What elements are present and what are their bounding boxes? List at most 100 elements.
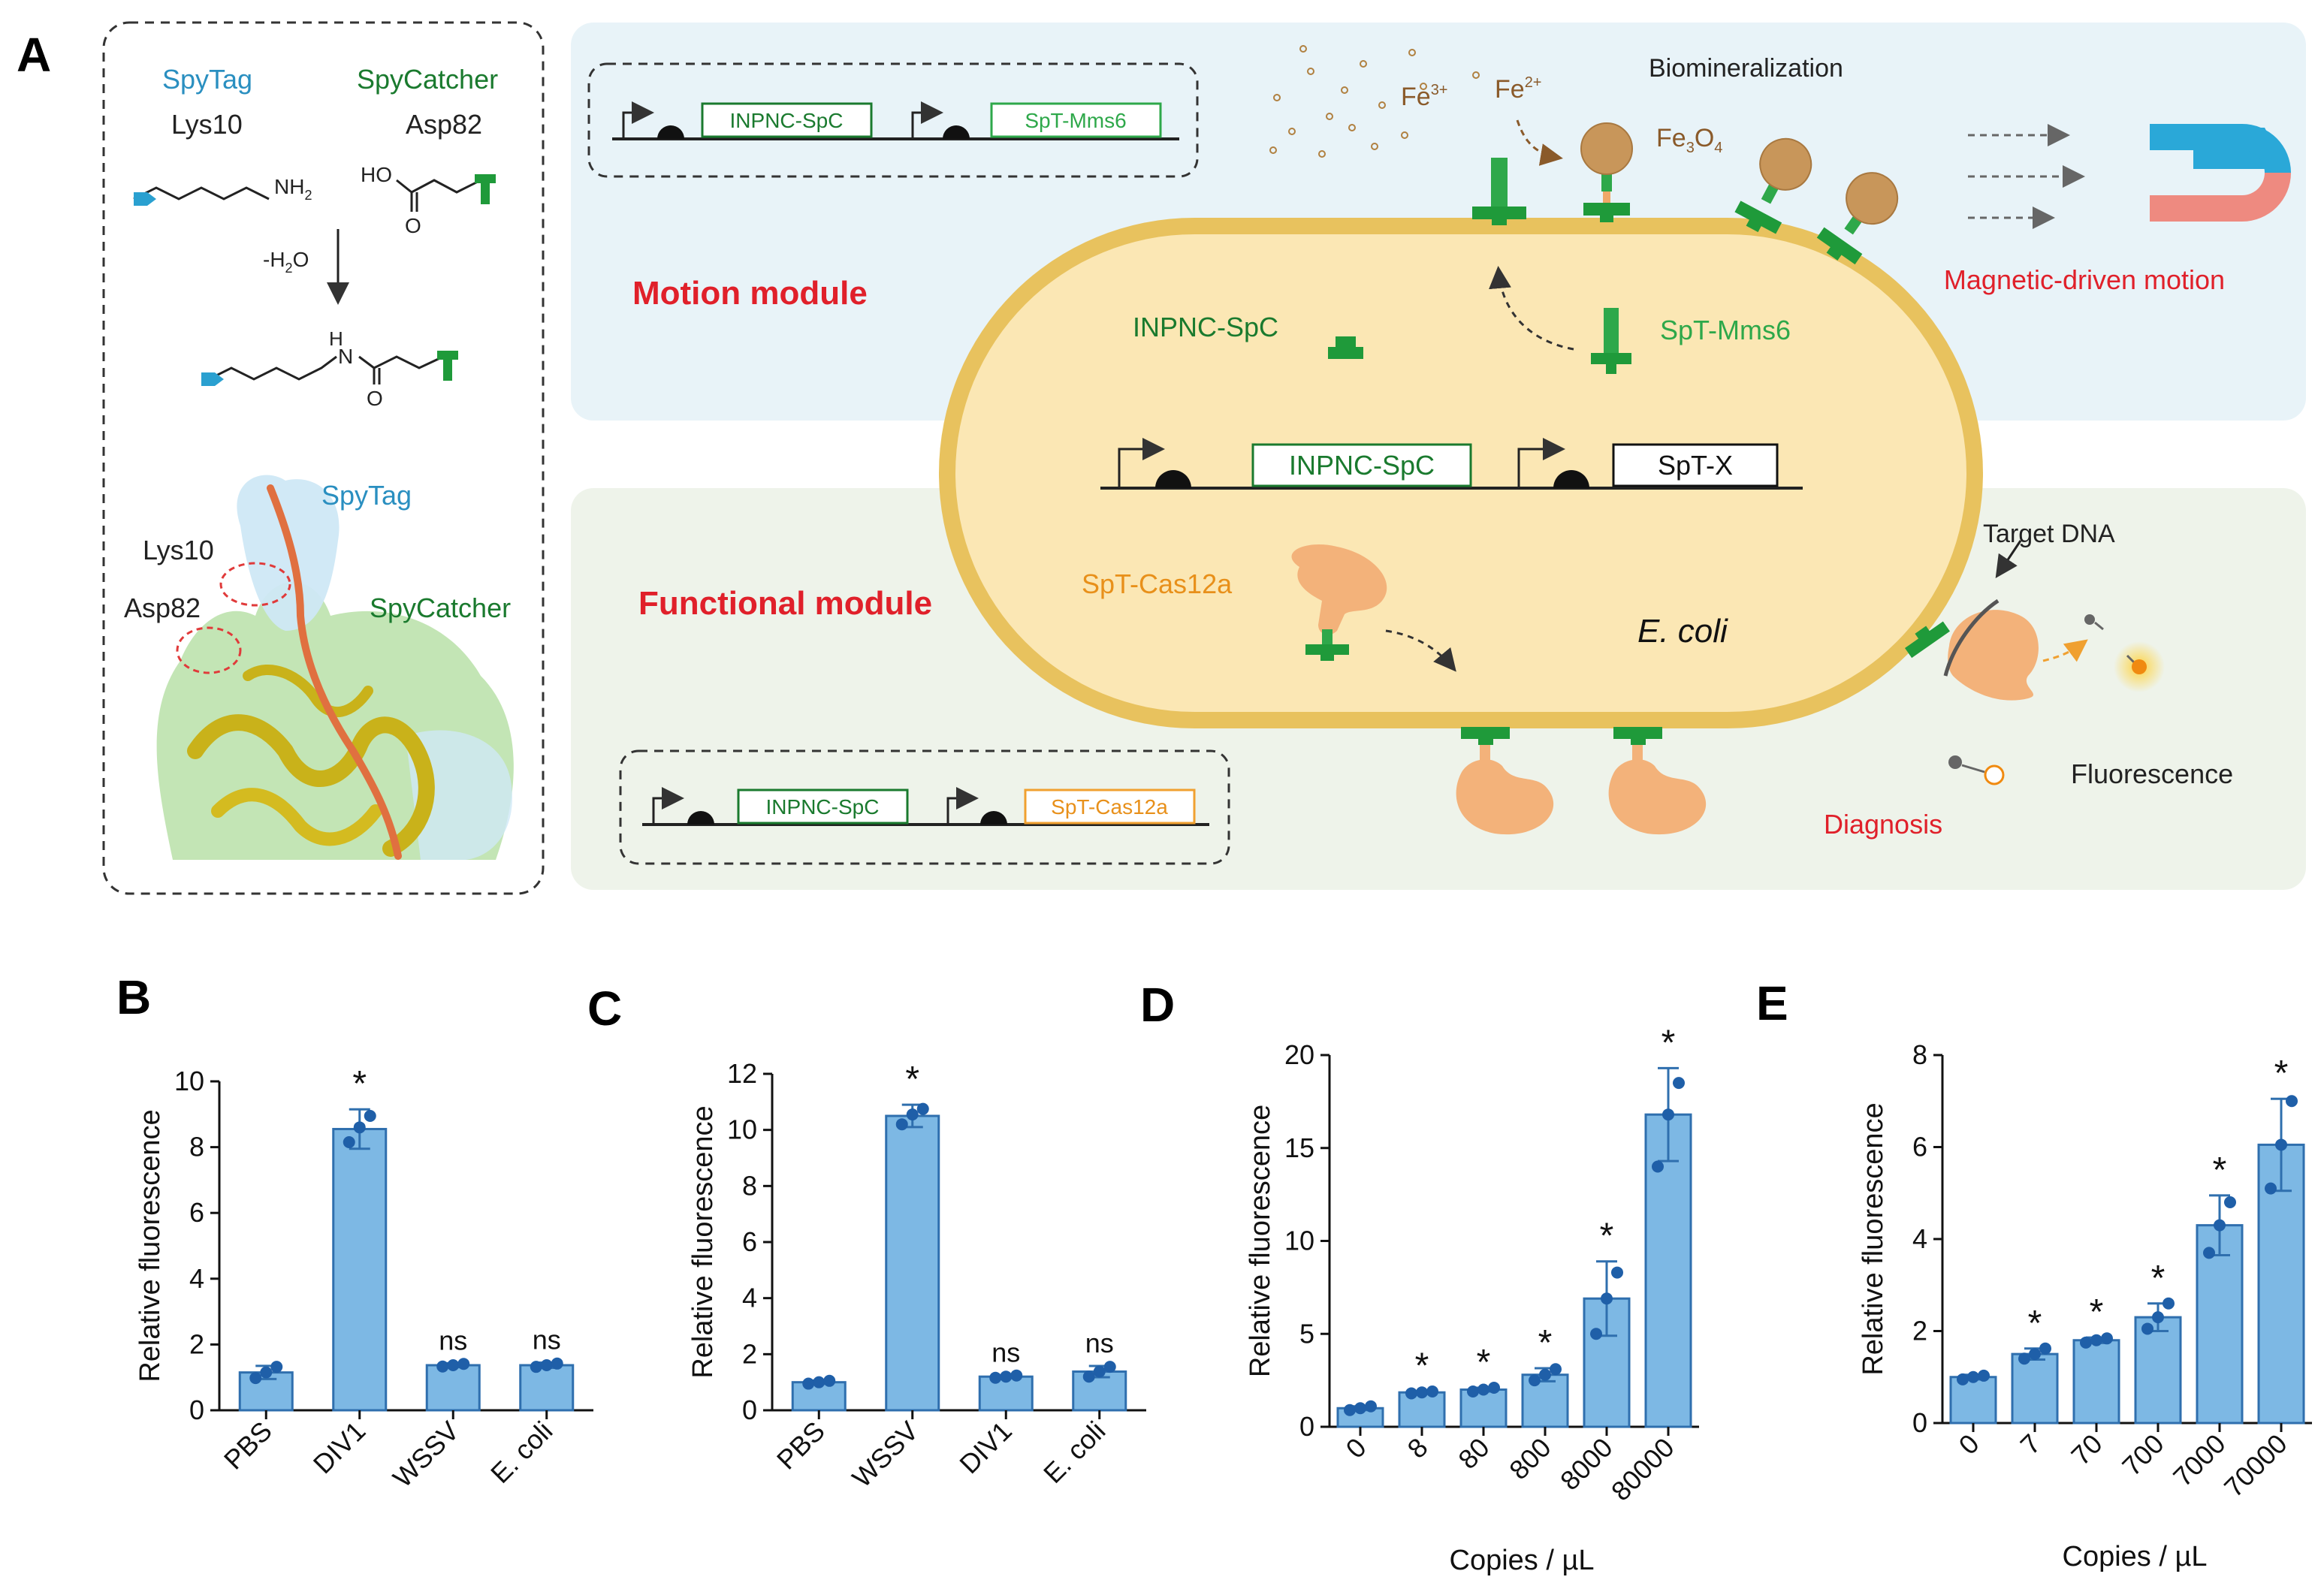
data-point [1978,1369,1990,1382]
data-point [249,1372,262,1385]
data-point [989,1371,1002,1384]
data-point [2090,1334,2102,1346]
spytag-heading: SpyTag [162,64,252,95]
data-point [1103,1361,1116,1373]
y-tick-label: 5 [1299,1318,1314,1349]
struct-asp82-label: Asp82 [124,592,201,623]
data-point [1093,1365,1106,1378]
spt-mms6-protein-icon [1591,308,1631,374]
data-point [2214,1219,2226,1232]
cell-spt-mms6-label: SpT-Mms6 [1660,315,1791,345]
data-point [540,1358,553,1371]
ecoli-label: E. coli [1637,613,1728,650]
cas12a-protein-icon [1291,544,1387,661]
ho-label: HO [361,163,392,186]
data-point [2029,1348,2041,1361]
significance-star: * [2151,1259,2166,1298]
lysine-chain [133,186,270,201]
data-point [447,1358,460,1371]
data-point [1010,1369,1023,1382]
spytag-tag-icon [134,192,156,206]
y-axis-label: Relative fluorescence [134,1109,166,1382]
surface-cas12a-2 [1608,727,1707,835]
significance-ns: ns [1085,1328,1114,1358]
bar [332,1128,388,1412]
magnet-icon [2150,124,2291,222]
data-point [906,1108,919,1121]
significance-star: * [2028,1304,2042,1343]
x-tick-label: WSSV [387,1416,465,1494]
x-tick-label: DIV1 [307,1416,372,1480]
iron-ions [1269,45,1480,158]
x-tick-label: 80 [1452,1432,1495,1475]
y-tick-label: 8 [189,1132,204,1162]
fluorescence-label: Fluorescence [2071,758,2233,789]
product-chain [208,355,337,381]
y-tick-label: 10 [1284,1226,1314,1256]
data-point [2018,1352,2030,1365]
functional-module-title: Functional module [638,585,932,622]
x-axis-label: Copies / µL [2063,1541,2208,1572]
functional-construct-gene-2: SpT-Cas12a [1051,795,1168,819]
surface-cas12a-1 [1456,727,1554,835]
mineralization-arrow [1516,119,1563,166]
inpnc-protein-icon [1328,336,1363,359]
lys10-label: Lys10 [171,109,243,140]
bar [885,1114,940,1412]
x-tick-label: 0 [1953,1428,1985,1461]
x-tick-label: 8 [1402,1432,1434,1464]
significance-star: * [1477,1343,1491,1382]
bar [519,1364,575,1412]
n-label: N [338,345,353,368]
diagnosis-label: Diagnosis [1824,809,1942,840]
x-axis-label: Copies / µL [1450,1545,1595,1576]
data-point [551,1357,563,1370]
y-tick-label: 10 [727,1114,757,1145]
x-tick-label: 70 [2065,1428,2108,1471]
y-tick-label: 12 [727,1058,757,1089]
y-tick-label: 15 [1284,1132,1314,1163]
data-point [1365,1400,1377,1413]
significance-star: * [1662,1023,1676,1063]
struct-lys10-label: Lys10 [143,535,214,565]
target-dna-label: Target DNA [1983,520,2115,548]
reporter-cleaved-icon [2084,614,2165,692]
panel-label-b: B [116,970,151,1024]
y-tick-label: 8 [742,1170,757,1201]
fe3o4-label: Fe3O4 [1656,124,1722,156]
data-point [2163,1297,2175,1310]
biomineralization-label: Biomineralization [1649,54,1843,83]
data-point [1662,1108,1674,1121]
data-point [2141,1322,2153,1335]
panel-label-e: E [1756,976,1788,1030]
motion-construct-gene-1: INPNC-SpC [730,109,844,132]
y-tick-label: 20 [1284,1039,1314,1070]
significance-ns: ns [533,1324,561,1355]
y-axis-label: Relative fluorescence [687,1105,719,1378]
data-point [916,1102,929,1115]
data-point [457,1358,470,1370]
data-point [1611,1266,1623,1279]
data-point [436,1360,449,1373]
significance-star: * [905,1060,919,1099]
cell-inpnc-label: INPNC-SpC [1133,312,1278,342]
significance-star: * [2213,1150,2227,1190]
motion-module-title: Motion module [632,275,868,312]
y-tick-label: 0 [1299,1411,1314,1442]
data-point [2101,1332,2113,1345]
cell-gene-1: INPNC-SpC [1289,450,1435,481]
y-tick-label: 6 [189,1197,204,1228]
x-tick-label: E. coli [484,1416,558,1489]
cell-cas12a-label: SpT-Cas12a [1082,568,1233,599]
spycatcher-anchor-icon [475,174,496,204]
cell-gene-2: SpT-X [1658,450,1733,481]
data-point [1416,1386,1428,1399]
product-spycatcher-icon [437,351,458,381]
x-tick-label: 80000 [1605,1432,1680,1507]
panel-a-chemistry: A SpyTag SpyCatcher Lys10 Asp82 NH2 HO O… [17,21,545,895]
motion-construct: INPNC-SpC SpT-Mms6 [587,62,1199,178]
magnetic-driven-motion-label: Magnetic-driven motion [1944,264,2225,295]
